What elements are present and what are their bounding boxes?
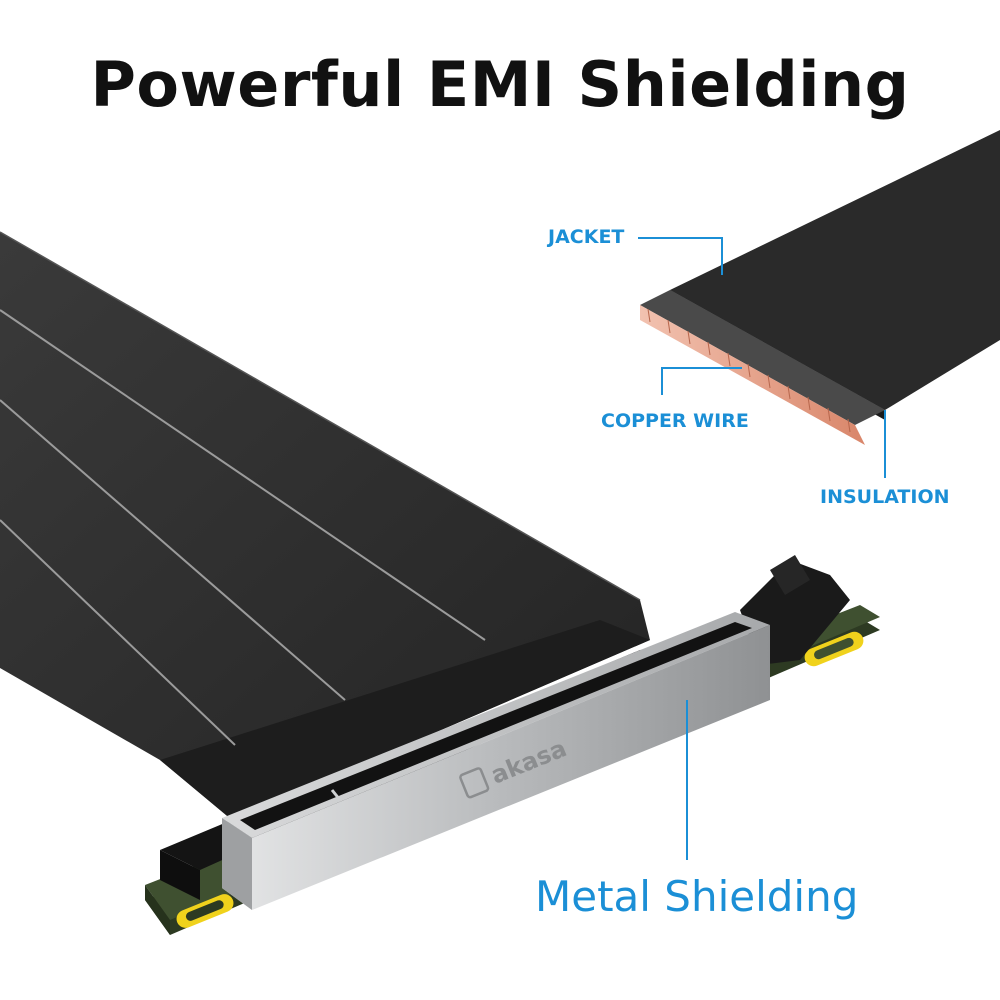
ribbon-cable-main <box>0 231 650 820</box>
callout-lines <box>638 237 886 860</box>
copper-wire-label: COPPER WIRE <box>601 410 749 432</box>
metal-shielding-label: Metal Shielding <box>535 872 859 921</box>
cable-cross-section <box>640 130 1000 445</box>
jacket-label: JACKET <box>548 226 625 248</box>
insulation-label: INSULATION <box>820 486 950 508</box>
mounting-pad-left <box>176 894 234 928</box>
page-title: Powerful EMI Shielding <box>90 48 910 121</box>
mounting-pad-right <box>804 631 864 667</box>
metal-shield: akasa <box>222 612 770 910</box>
